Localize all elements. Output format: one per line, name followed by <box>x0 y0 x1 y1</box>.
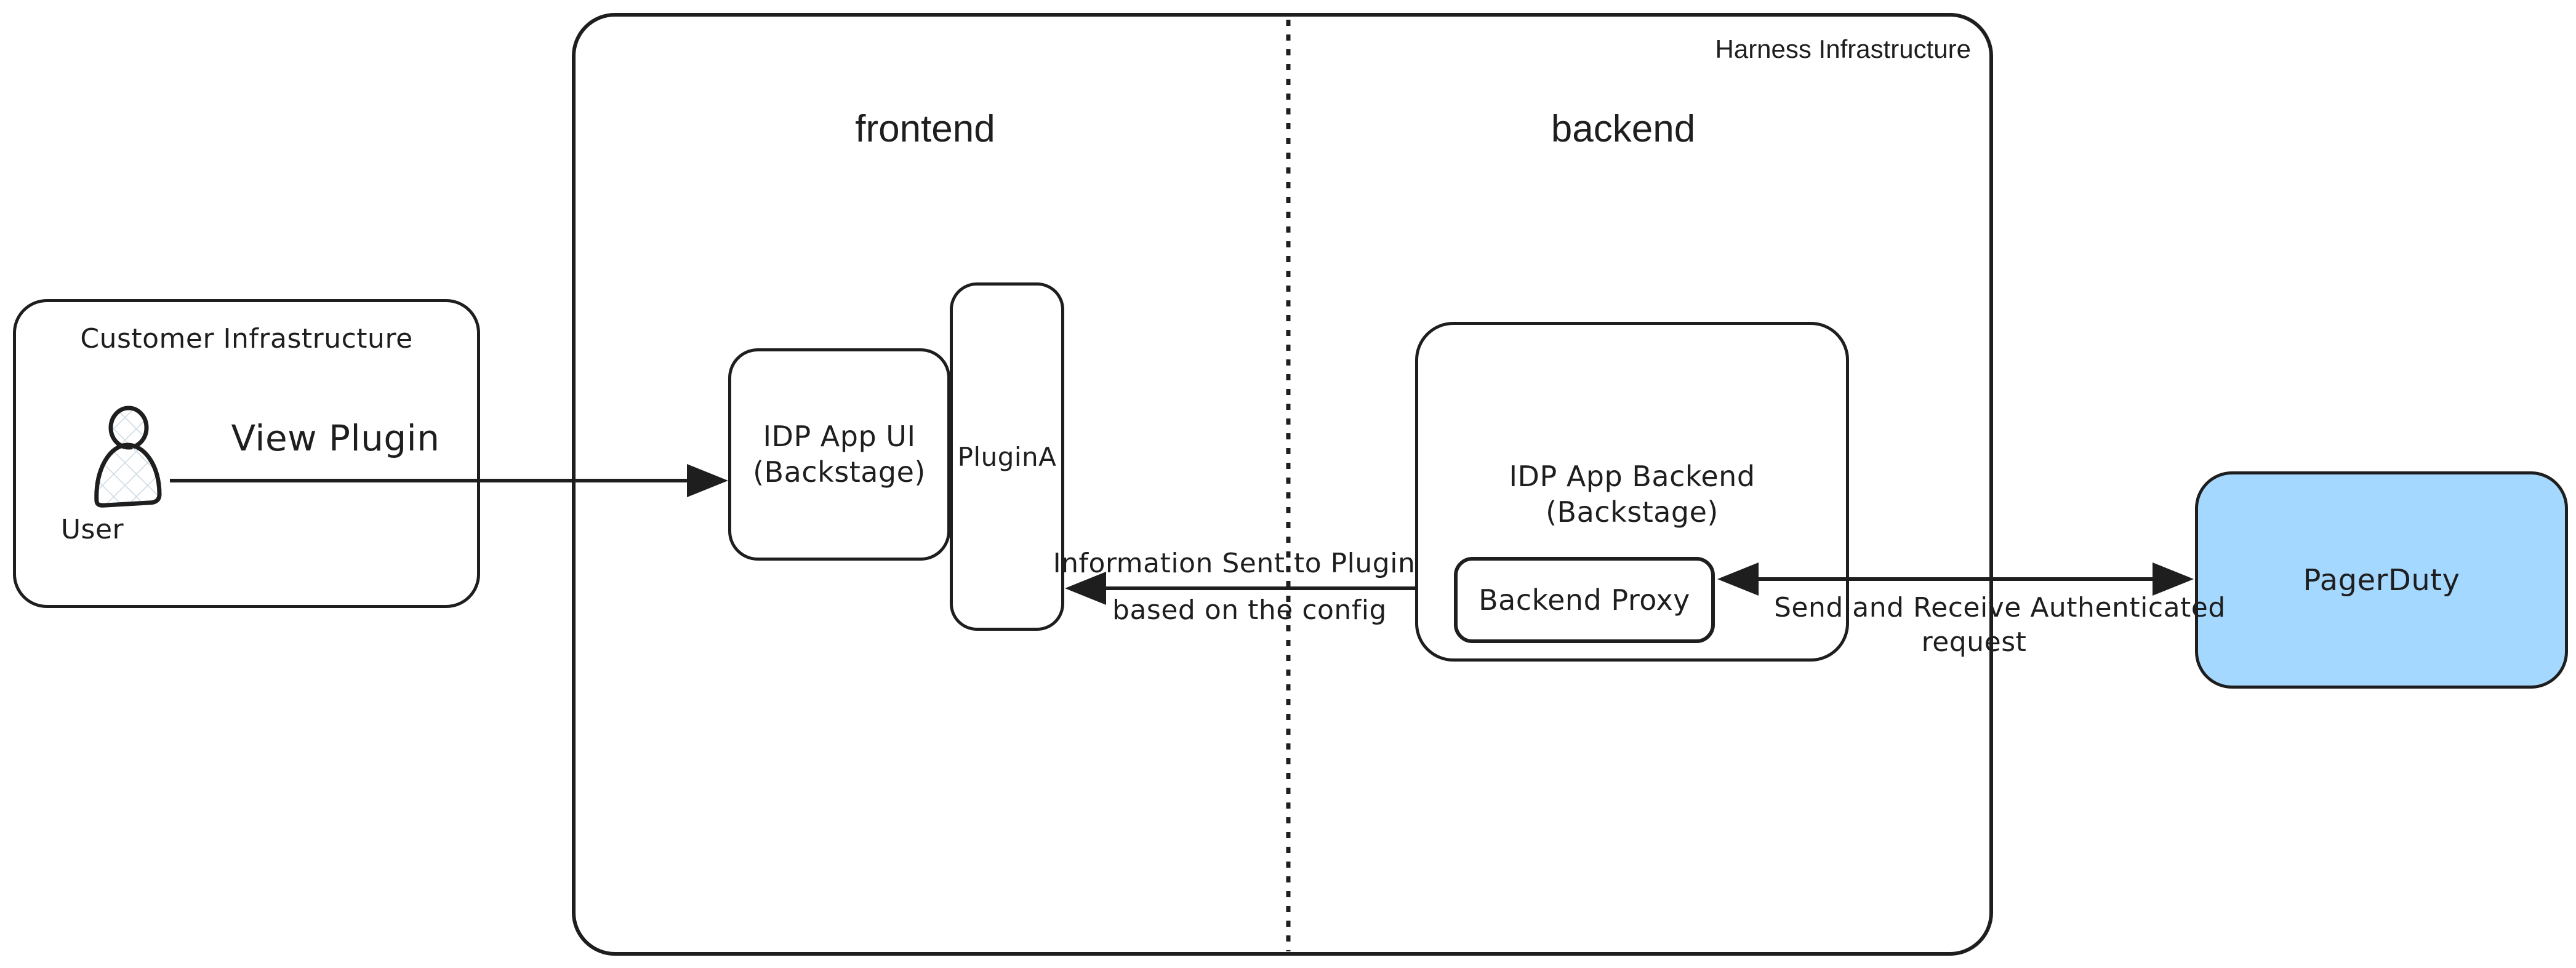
customer-infrastructure-box: Customer Infrastructure User <box>13 299 480 608</box>
info-to-plugin-label-line1: Information Sent to Plugin <box>1053 548 1416 579</box>
harness-infrastructure-box: Harness Infrastructure frontend backend <box>572 13 1993 956</box>
info-to-plugin-label-line2: based on the config <box>1112 594 1387 626</box>
idp-app-backend-label-line2: (Backstage) <box>1546 495 1719 529</box>
user-icon <box>94 406 162 508</box>
customer-infrastructure-title: Customer Infrastructure <box>80 323 413 354</box>
frontend-section-label: frontend <box>855 108 995 150</box>
view-plugin-label: View Plugin <box>231 417 440 459</box>
idp-app-backend-label: IDP App Backend (Backstage) <box>1418 459 1846 530</box>
pagerduty-box: PagerDuty <box>2195 471 2568 689</box>
plugin-a-label: PluginA <box>957 441 1057 472</box>
backend-proxy-box: Backend Proxy <box>1454 557 1715 643</box>
harness-infrastructure-title: Harness Infrastructure <box>1715 34 1972 63</box>
plugin-a-box: PluginA <box>950 282 1064 631</box>
user-label: User <box>60 514 124 545</box>
authenticated-request-label-line2: request <box>1921 626 2027 658</box>
backend-section-label: backend <box>1551 108 1696 150</box>
idp-app-backend-label-line1: IDP App Backend <box>1509 460 1755 493</box>
idp-app-ui-box: IDP App UI (Backstage) <box>728 348 950 561</box>
idp-app-ui-label-line2: (Backstage) <box>753 455 926 489</box>
backend-proxy-label: Backend Proxy <box>1479 583 1690 617</box>
pagerduty-label: PagerDuty <box>2303 562 2460 598</box>
authenticated-request-label-line1: Send and Receive Authenticated <box>1774 592 2226 623</box>
idp-app-ui-label-line1: IDP App UI <box>763 420 916 453</box>
